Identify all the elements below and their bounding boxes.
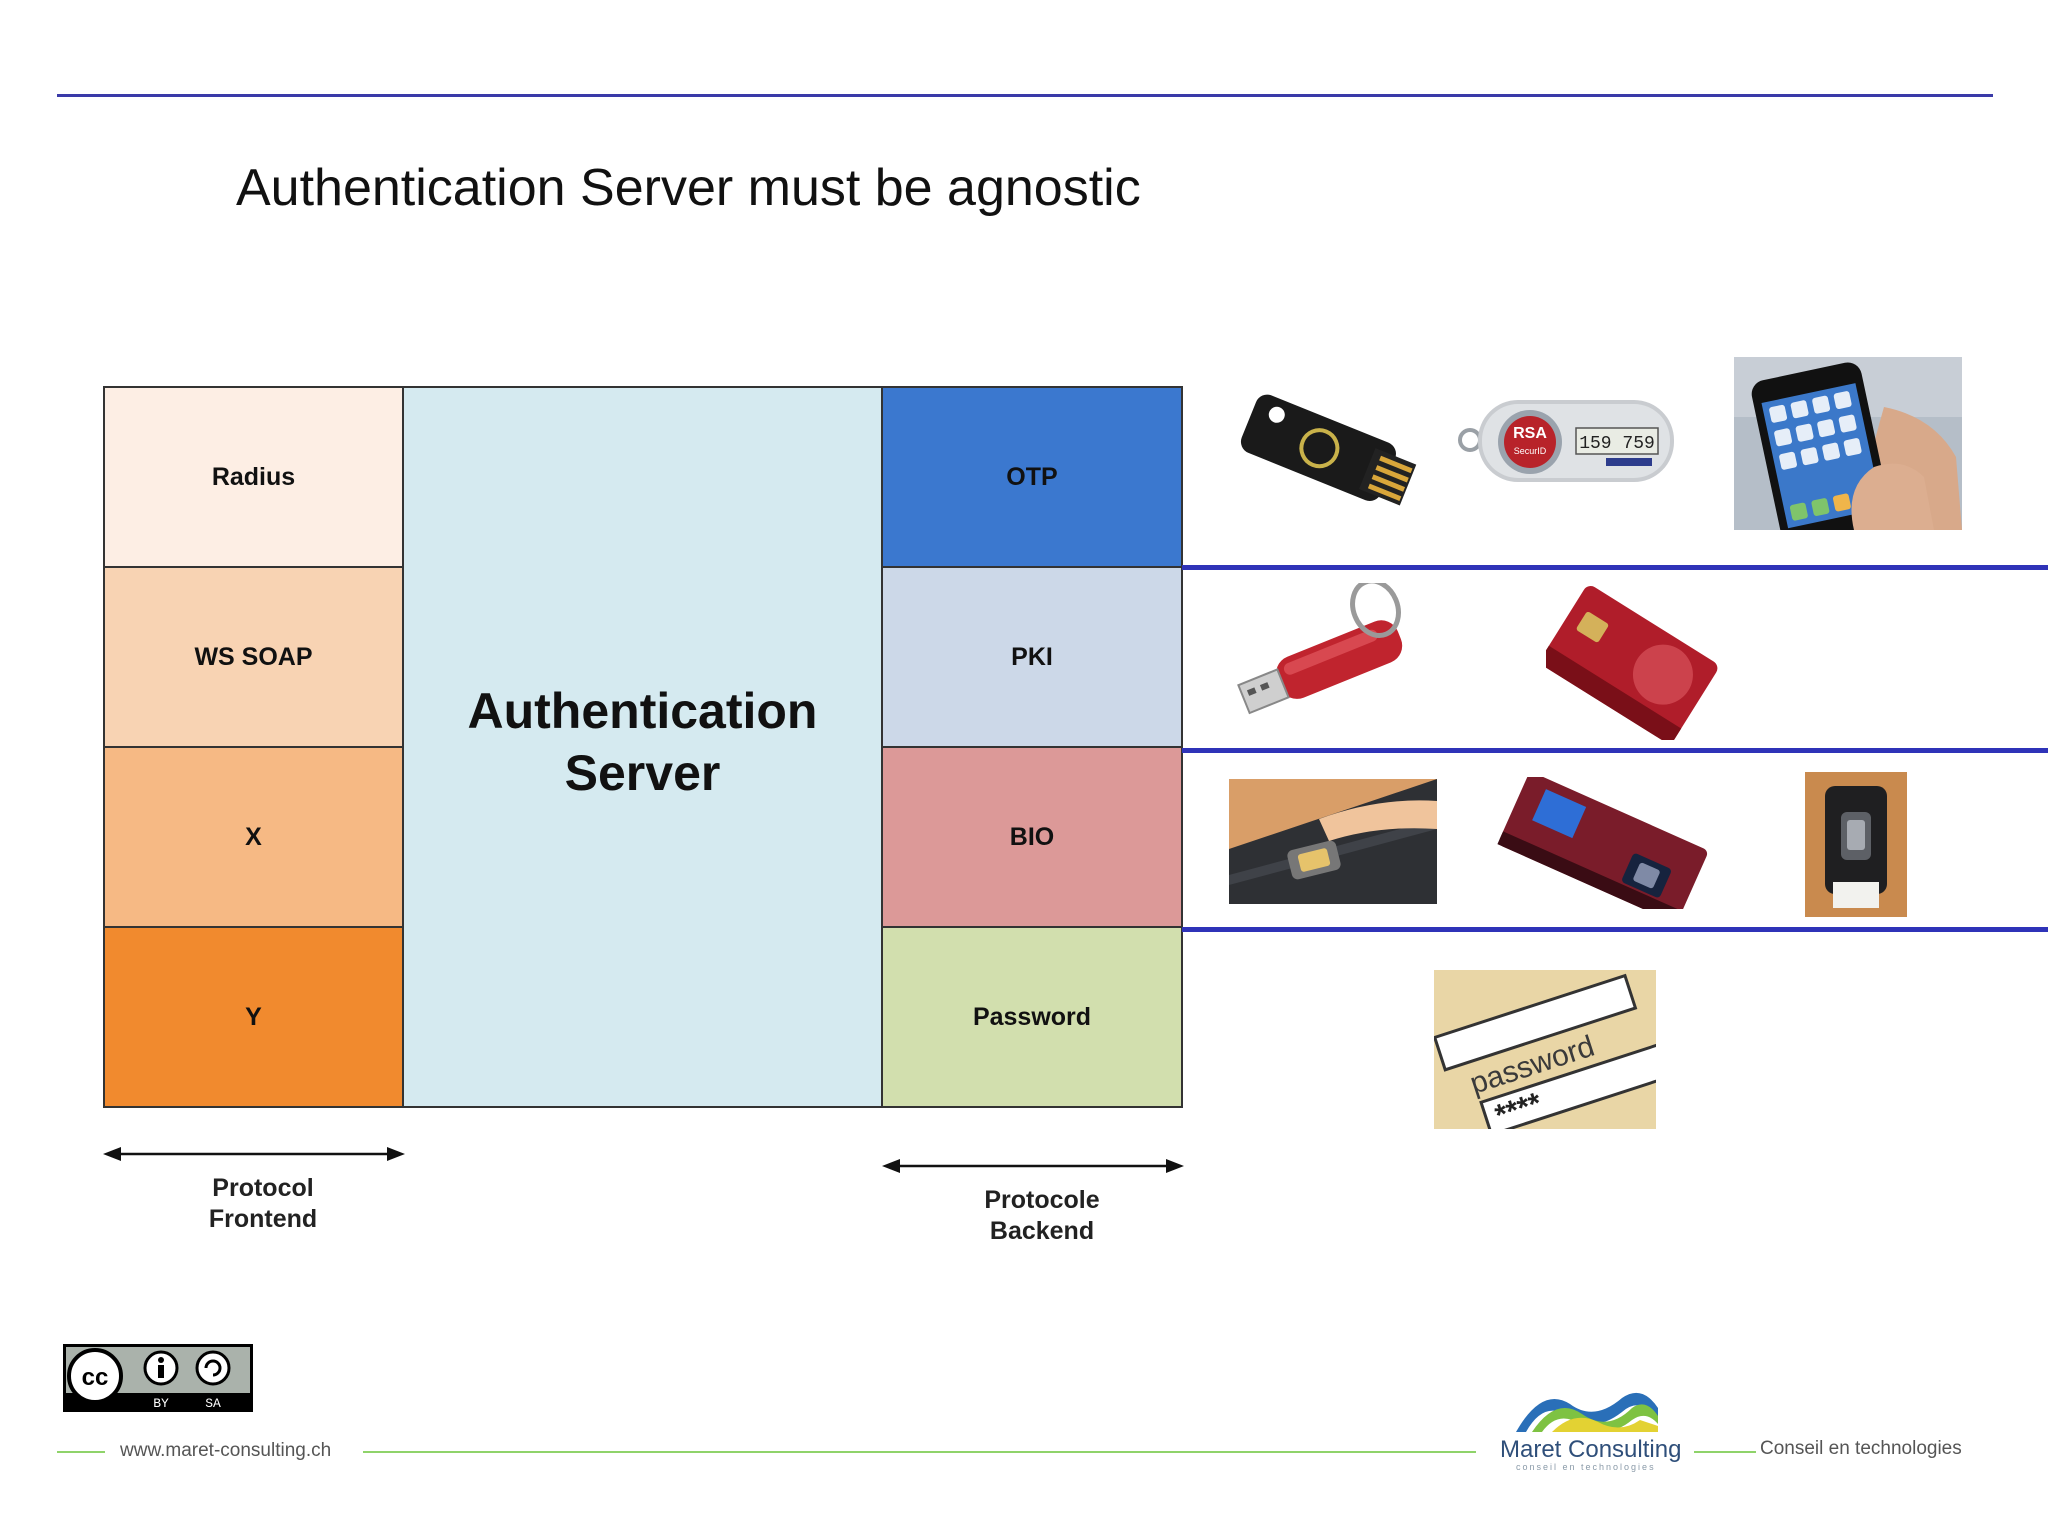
- frontend-caption-line-1: Protocol: [212, 1174, 314, 1202]
- password-form-image: password ****: [1434, 970, 1656, 1129]
- server-line-2: Server: [564, 745, 721, 801]
- biometric-card-image: [1497, 777, 1708, 909]
- backend-bio: BIO: [881, 746, 1183, 928]
- rsa-model-label: SecurID: [1514, 446, 1547, 456]
- backend-pki: PKI: [881, 566, 1183, 748]
- cc-by-label: BY: [153, 1396, 169, 1411]
- smartphone-image: [1734, 357, 1962, 530]
- frontend-radius: Radius: [103, 386, 404, 568]
- row-separator-2: [1182, 748, 2048, 753]
- frontend-caption: Protocol Frontend: [163, 1173, 363, 1235]
- backend-range-arrow: [882, 1159, 1184, 1173]
- cc-icon: cc: [82, 1364, 109, 1391]
- backend-caption-line-2: Backend: [989, 1217, 1095, 1245]
- company-name: Maret Consulting: [1500, 1436, 1682, 1463]
- backend-caption-line-1: Protocole: [984, 1186, 1100, 1214]
- row-separator-1: [1182, 565, 2048, 570]
- rsa-brand-label: RSA: [1513, 425, 1547, 442]
- company-subtitle: conseil en technologies: [1516, 1462, 1656, 1472]
- footer-line-right: [1694, 1451, 1756, 1453]
- authentication-server: Authentication Server: [402, 386, 883, 1108]
- backend-password: Password: [881, 926, 1183, 1108]
- frontend-caption-line-2: Frontend: [208, 1205, 318, 1233]
- backend-otp: OTP: [881, 386, 1183, 568]
- rsa-securid-token-image: RSA SecurID 159 759: [1458, 400, 1674, 482]
- frontend-x: X: [103, 746, 404, 928]
- frontend-range-arrow: [103, 1147, 405, 1161]
- footer-line-left: [57, 1451, 105, 1453]
- frontend-ws-soap: WS SOAP: [103, 566, 404, 748]
- slide-title: Authentication Server must be agnostic: [236, 159, 1141, 217]
- company-tagline: Conseil en technologies: [1760, 1438, 1962, 1459]
- maret-consulting-logo-icon: [1516, 1392, 1658, 1432]
- frontend-y: Y: [103, 926, 404, 1108]
- top-rule: [57, 94, 1993, 97]
- attribution-icon: [158, 1365, 164, 1378]
- rsa-display-code: 159 759: [1579, 434, 1655, 454]
- server-line-1: Authentication: [467, 683, 818, 739]
- backend-caption: Protocole Backend: [942, 1185, 1142, 1247]
- share-alike-icon: [204, 1359, 222, 1377]
- fingerprint-reader-laptop-image: [1229, 779, 1437, 904]
- cc-sa-label: SA: [205, 1396, 221, 1411]
- footer-line-middle: [363, 1451, 1476, 1453]
- yubikey-image: [1240, 394, 1417, 506]
- usb-token-image: [1237, 583, 1403, 715]
- smart-card-image: [1546, 586, 1718, 740]
- cc-by-sa-badge: cc BY SA: [63, 1344, 253, 1412]
- row-separator-3: [1182, 927, 2048, 932]
- fingerprint-scanner-image: [1805, 772, 1907, 917]
- footer-url: www.maret-consulting.ch: [120, 1440, 332, 1461]
